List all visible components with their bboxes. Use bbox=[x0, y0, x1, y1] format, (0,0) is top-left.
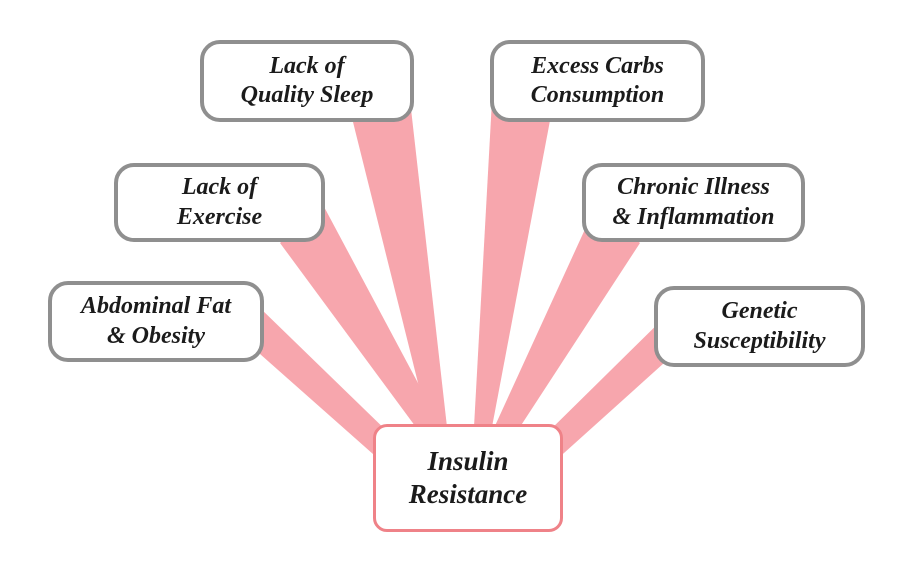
connector-excess-carbs bbox=[474, 100, 552, 427]
factor-box-lack-of-exercise: Lack of Exercise bbox=[114, 163, 325, 242]
factor-box-excess-carbs-consumption: Excess Carbs Consumption bbox=[490, 40, 705, 122]
factor-label-excess-carbs-consumption: Excess Carbs Consumption bbox=[530, 52, 665, 108]
factor-label-abdominal-fat-obesity: Abdominal Fat & Obesity bbox=[80, 293, 232, 349]
connector-genetic-susceptibility bbox=[540, 306, 676, 462]
factor-label-lack-of-quality-sleep: Lack of Quality Sleep bbox=[240, 52, 374, 108]
factor-box-lack-of-quality-sleep: Lack of Quality Sleep bbox=[200, 40, 414, 122]
factor-label-chronic-illness-inflammation: Chronic Illness & Inflammation bbox=[612, 174, 775, 230]
factor-box-abdominal-fat-obesity: Abdominal Fat & Obesity bbox=[48, 281, 264, 362]
connector-abdominal-fat bbox=[258, 306, 396, 462]
center-box-insulin-resistance: Insulin Resistance bbox=[373, 424, 563, 532]
factor-box-genetic-susceptibility: Genetic Susceptibility bbox=[654, 286, 865, 367]
connector-lack-of-exercise bbox=[280, 203, 442, 430]
factor-label-lack-of-exercise: Lack of Exercise bbox=[176, 174, 263, 230]
factor-box-chronic-illness-inflammation: Chronic Illness & Inflammation bbox=[582, 163, 805, 242]
center-label-insulin-resistance: Insulin Resistance bbox=[408, 446, 528, 509]
connector-chronic-illness bbox=[494, 203, 640, 430]
factor-label-genetic-susceptibility: Genetic Susceptibility bbox=[693, 298, 826, 354]
connector-quality-sleep bbox=[350, 100, 447, 427]
